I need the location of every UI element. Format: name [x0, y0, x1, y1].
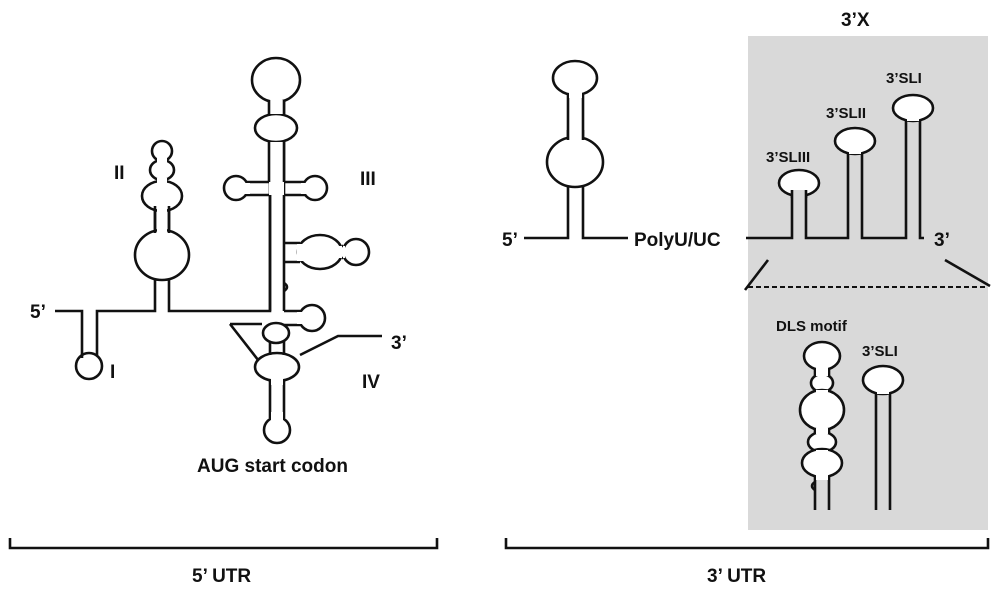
utr5-bracket	[8, 538, 439, 550]
stem-loop-ii	[133, 139, 191, 282]
utr5-end3-label: 3’	[391, 333, 407, 354]
stem-loop-iii	[222, 56, 371, 333]
3slii-label: 3’SLII	[826, 105, 866, 122]
3sli-alt-label: 3’SLI	[862, 343, 898, 360]
stem-loop-iv	[228, 321, 382, 445]
utr5-structure: 5’ I II III IV 3’ AUG start codon	[30, 56, 407, 477]
utr3-bracket	[504, 538, 990, 550]
utr3-label: 3’ UTR	[707, 566, 766, 587]
3sli-alt-structure	[861, 364, 905, 510]
utr3-backbone-left	[524, 185, 628, 240]
stem-loop-i-loop	[74, 351, 104, 381]
stem-loop-iv-label: IV	[362, 372, 380, 393]
stem-loop-i-label: I	[110, 362, 115, 383]
utr5-end5-label: 5’	[30, 302, 46, 323]
dls-motif-label: DLS motif	[776, 318, 848, 335]
zoom-line-left	[743, 259, 770, 291]
utr3-end5-label: 5’	[502, 230, 518, 251]
utr5-label: 5’ UTR	[192, 566, 251, 587]
3x-region-label: 3’X	[841, 10, 870, 31]
utr3-structure: 5’ PolyU/UC 3’ 3’X 3’SLI 3’SLII 3’SLIII …	[502, 10, 991, 510]
aug-start-codon-label: AUG start codon	[197, 456, 348, 477]
utr3-end3-label: 3’	[934, 230, 950, 251]
3sli-label: 3’SLI	[886, 70, 922, 87]
stem-loop-ii-label: II	[114, 163, 125, 184]
stem-loop-iii-label: III	[360, 169, 376, 190]
3x-region-shade	[748, 36, 988, 530]
dls-motif-structure	[798, 340, 846, 510]
3sliii-label: 3’SLIII	[766, 149, 810, 166]
polyu-label: PolyU/UC	[634, 230, 721, 251]
zoom-line-right	[944, 258, 991, 288]
utr3-backbone-right	[746, 120, 924, 240]
